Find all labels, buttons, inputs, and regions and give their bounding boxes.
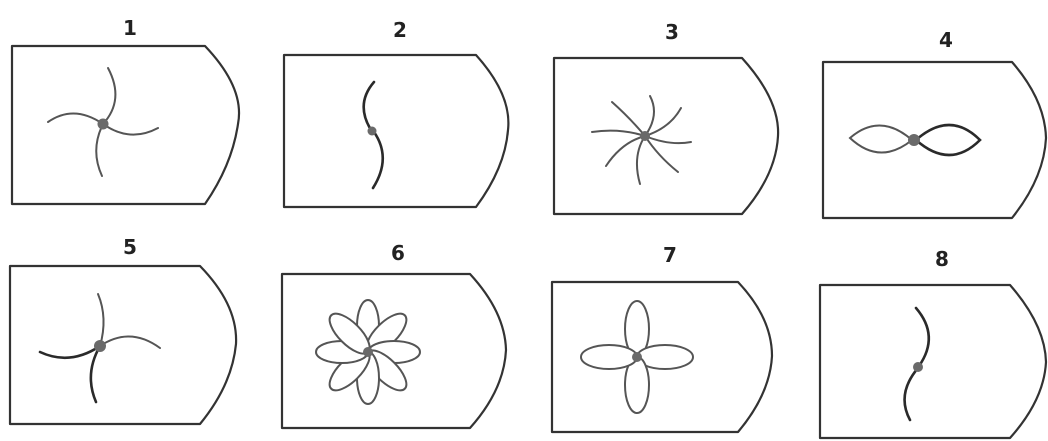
card-number: 2 <box>393 18 407 42</box>
card-7: 7 <box>552 243 772 432</box>
card-number: 1 <box>123 16 137 40</box>
card-number: 4 <box>939 28 953 52</box>
card-number: 6 <box>391 241 405 265</box>
card-outline <box>10 266 236 424</box>
card-number: 7 <box>663 243 677 267</box>
card-number: 5 <box>123 235 137 259</box>
card-outline <box>554 58 778 214</box>
card-3: 3 <box>554 20 778 214</box>
card-8: 8 <box>820 247 1046 438</box>
card-outline <box>12 46 239 204</box>
eight-petal-flower-icon <box>316 300 420 404</box>
card-outline <box>284 55 508 207</box>
card-2: 2 <box>284 18 508 207</box>
card-6: 6 <box>282 241 506 428</box>
card-5: 5 <box>10 235 236 424</box>
card-outline <box>820 285 1046 438</box>
card-1: 1 <box>12 16 239 204</box>
card-number: 3 <box>665 20 679 44</box>
card-number: 8 <box>935 247 949 271</box>
card-4: 4 <box>823 28 1046 218</box>
